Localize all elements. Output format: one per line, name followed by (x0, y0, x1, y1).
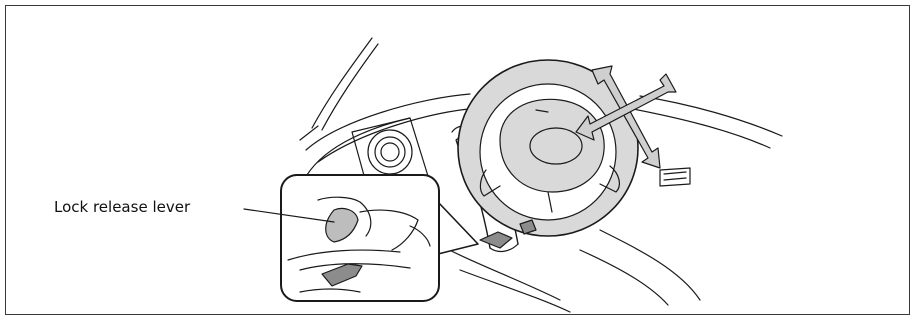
windshield-pillar (300, 38, 378, 140)
callout-pointer (438, 202, 478, 254)
lock-release-lever-label: Lock release lever (54, 198, 190, 216)
inset-zoom-view (281, 175, 439, 301)
